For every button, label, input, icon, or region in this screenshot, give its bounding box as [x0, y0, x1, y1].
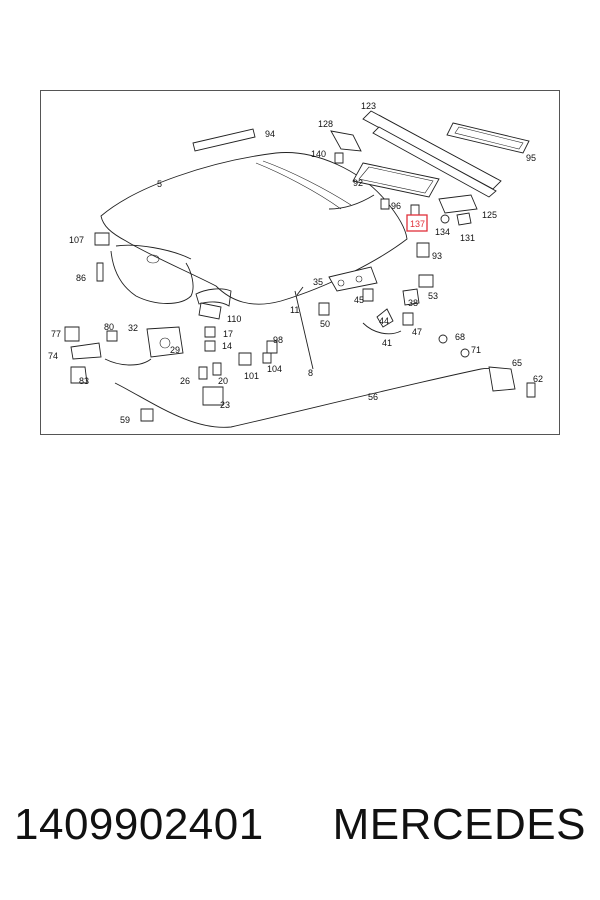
- housing-23: [202, 386, 224, 406]
- pad-93: [416, 242, 430, 258]
- frame-92: [352, 162, 440, 198]
- label-104: 104: [267, 364, 282, 374]
- screw-86: [96, 262, 104, 282]
- label-140: 140: [311, 149, 326, 159]
- label-74: 74: [48, 351, 58, 361]
- label-11: 11: [290, 305, 299, 315]
- bracket-77: [64, 326, 80, 342]
- label-71: 71: [471, 345, 481, 355]
- label-26: 26: [180, 376, 190, 386]
- label-14: 14: [222, 341, 232, 351]
- bolt-47: [402, 312, 414, 326]
- label-101: 101: [244, 371, 259, 381]
- label-128: 128: [318, 119, 333, 129]
- label-62: 62: [533, 374, 543, 384]
- label-56: 56: [368, 392, 378, 402]
- label-80: 80: [104, 322, 114, 332]
- clip-17: [204, 326, 216, 338]
- screw-131: [456, 212, 472, 226]
- bracket-128: [330, 130, 362, 152]
- label-68: 68: [455, 332, 465, 342]
- bushing-38: [402, 288, 420, 306]
- label-110: 110: [227, 314, 241, 324]
- nut-134: [440, 214, 450, 224]
- release-handle-65: [488, 366, 516, 392]
- bumper-107: [94, 232, 110, 246]
- label-59: 59: [120, 415, 130, 425]
- clip-20: [212, 362, 222, 376]
- latch-35: [328, 266, 378, 292]
- clip-104: [262, 352, 272, 364]
- lever-44: [376, 308, 394, 328]
- screw-14: [204, 340, 216, 352]
- bolt-26: [198, 366, 208, 380]
- label-50: 50: [320, 319, 330, 329]
- label-94: 94: [265, 129, 275, 139]
- hood-lock-32: [146, 326, 184, 358]
- bracket-110: [198, 302, 222, 320]
- callout-arrow: [328, 194, 375, 210]
- plate-74: [70, 342, 102, 360]
- bolt-137: [406, 204, 428, 232]
- label-92: 92: [353, 178, 363, 188]
- label-44: 44: [379, 316, 389, 326]
- label-107: 107: [69, 235, 84, 245]
- label-47: 47: [412, 327, 422, 337]
- label-35: 35: [313, 277, 323, 287]
- label-20: 20: [218, 376, 228, 386]
- label-93: 93: [432, 251, 442, 261]
- cable-41: [362, 322, 402, 335]
- label-17: 17: [223, 329, 233, 339]
- label-41: 41: [382, 338, 392, 348]
- plug-96: [380, 198, 390, 210]
- label-137-highlighted: 137: [410, 219, 425, 229]
- clip-80: [106, 330, 118, 342]
- knob-101: [238, 352, 252, 366]
- label-86: 86: [76, 273, 86, 283]
- label-45: 45: [354, 295, 364, 305]
- label-5: 5: [157, 179, 162, 189]
- part-number: 1409902401: [14, 800, 264, 849]
- callout-arrow-2: [104, 358, 152, 366]
- clip-45: [362, 288, 374, 302]
- brand-name: MERCEDES: [332, 800, 586, 849]
- label-29: 29: [170, 345, 180, 355]
- clip-98: [266, 340, 278, 354]
- release-cable-56: [114, 368, 502, 428]
- label-53: 53: [428, 291, 438, 301]
- washer-71: [460, 348, 470, 358]
- hood-panel: [100, 152, 408, 307]
- seal-frame-95: [446, 122, 530, 154]
- clip-140: [334, 152, 344, 164]
- label-23: 23: [220, 400, 230, 410]
- bumper-50: [318, 302, 330, 316]
- clip-59: [140, 408, 154, 422]
- bracket-125: [438, 194, 478, 214]
- label-123: 123: [361, 101, 376, 111]
- spring-11: [296, 286, 304, 296]
- label-96: 96: [391, 201, 401, 211]
- label-38: 38: [408, 298, 418, 308]
- bezel-62: [526, 382, 536, 398]
- label-98: 98: [273, 335, 283, 345]
- parts-diagram: 123 128 94 95 140 5 92 96 125 137 134 13…: [40, 90, 560, 435]
- label-125: 125: [482, 210, 497, 220]
- label-8: 8: [308, 368, 313, 378]
- seal-strip-123: [362, 110, 502, 198]
- label-131: 131: [460, 233, 475, 243]
- support-rod-8: [294, 290, 314, 370]
- label-65: 65: [512, 358, 522, 368]
- grommet-68: [438, 334, 448, 344]
- label-83: 83: [79, 376, 89, 386]
- footer: 1409902401 MERCEDES: [0, 800, 600, 860]
- strip-94: [192, 128, 256, 152]
- label-95: 95: [526, 153, 536, 163]
- bolt-53: [418, 274, 434, 288]
- bracket-83: [70, 366, 88, 384]
- label-32: 32: [128, 323, 138, 333]
- label-134: 134: [435, 227, 450, 237]
- label-77: 77: [51, 329, 61, 339]
- hood-exploded-view: 123 128 94 95 140 5 92 96 125 137 134 13…: [48, 101, 543, 428]
